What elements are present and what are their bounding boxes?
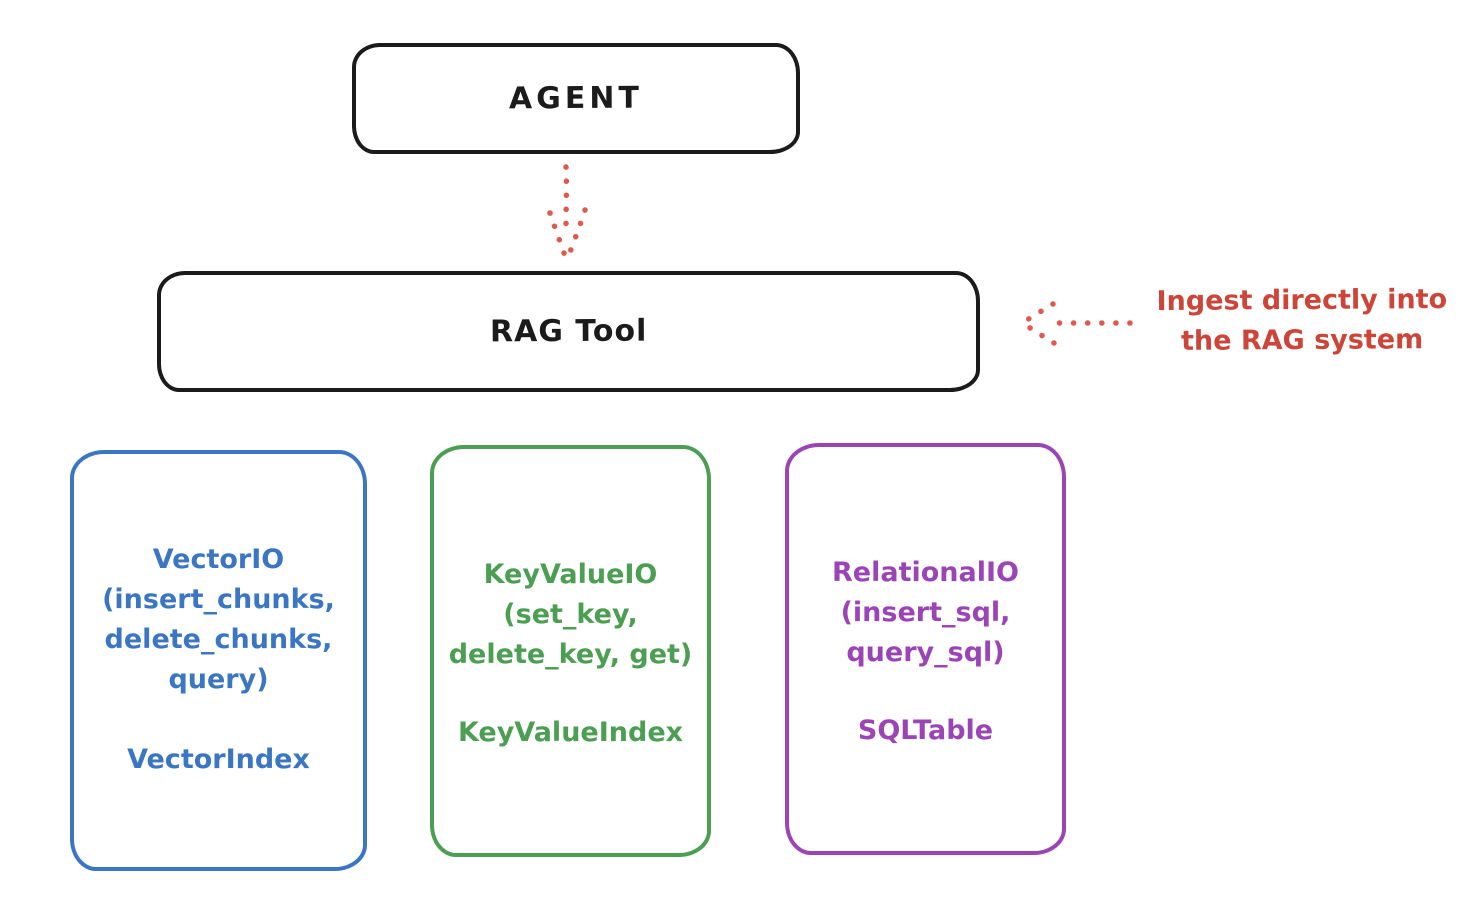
rag-tool-node: RAG Tool <box>157 271 980 392</box>
rag-tool-node-label: RAG Tool <box>489 313 648 350</box>
relational-io-methods-line1: (insert_sql, <box>840 597 1011 628</box>
ingest-annotation: Ingest directly into the RAG system <box>1130 280 1475 362</box>
arrow-down-dotted-icon <box>547 164 588 263</box>
agent-node-label: AGENT <box>508 80 644 117</box>
sql-table-label: SQLTable <box>857 715 994 746</box>
relational-io-title: RelationalIO <box>832 557 1019 588</box>
vector-io-methods-line3: query) <box>168 664 269 695</box>
relational-io-methods-line2: query_sql) <box>846 637 1005 668</box>
keyvalue-io-methods-line2: delete_key, get) <box>448 639 693 670</box>
vector-io-title: VectorIO <box>152 544 285 575</box>
agent-node: AGENT <box>352 43 800 154</box>
vector-io-methods-line1: (insert_chunks, <box>102 584 335 615</box>
keyvalue-io-methods-line1: (set_key, <box>503 599 638 630</box>
backend-card-relational-io: RelationalIO (insert_sql, query_sql) SQL… <box>785 443 1066 855</box>
vector-index-label: VectorIndex <box>127 744 310 775</box>
keyvalue-index-label: KeyValueIndex <box>457 717 684 748</box>
ingest-annotation-line2: the RAG system <box>1180 324 1424 357</box>
backend-card-keyvalue-io: KeyValueIO (set_key, delete_key, get) Ke… <box>430 445 711 857</box>
keyvalue-io-title: KeyValueIO <box>483 559 658 590</box>
ingest-annotation-line1: Ingest directly into <box>1156 283 1448 318</box>
vector-io-methods-line2: delete_chunks, <box>104 624 333 655</box>
arrow-left-dotted-icon <box>1019 301 1133 346</box>
backend-card-vector-io: VectorIO (insert_chunks, delete_chunks, … <box>70 450 367 871</box>
